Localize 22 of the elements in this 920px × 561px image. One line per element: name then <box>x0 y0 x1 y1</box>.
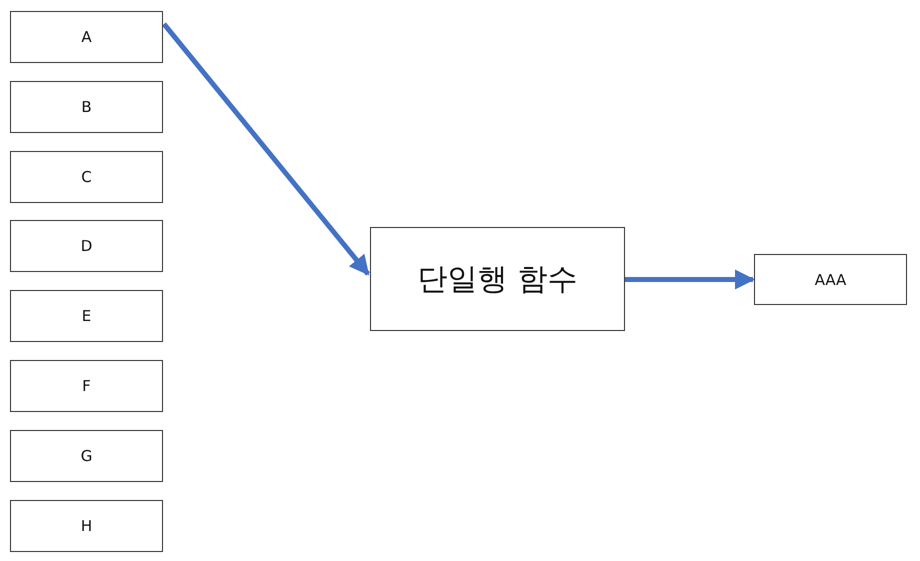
box-label: G <box>80 447 92 465</box>
box-label: F <box>82 377 91 395</box>
process-box <box>10 360 163 412</box>
process-box <box>10 220 163 272</box>
box-label: AAA <box>814 270 846 288</box>
box-label: 단일행 함수 <box>418 260 578 298</box>
process-box <box>10 430 163 482</box>
process-box <box>10 500 163 552</box>
box-label: B <box>81 98 92 116</box>
box-label: H <box>80 517 92 535</box>
process-box <box>754 254 907 305</box>
box-label: A <box>81 28 92 46</box>
box-label: D <box>80 237 92 255</box>
process-box <box>10 151 163 203</box>
process-box <box>10 81 163 133</box>
process-box <box>370 227 625 331</box>
process-box <box>10 290 163 342</box>
box-label: E <box>82 307 92 325</box>
arrow <box>625 270 755 290</box>
process-box <box>10 11 163 63</box>
box-label: C <box>81 168 92 186</box>
arrow <box>162 22 370 276</box>
